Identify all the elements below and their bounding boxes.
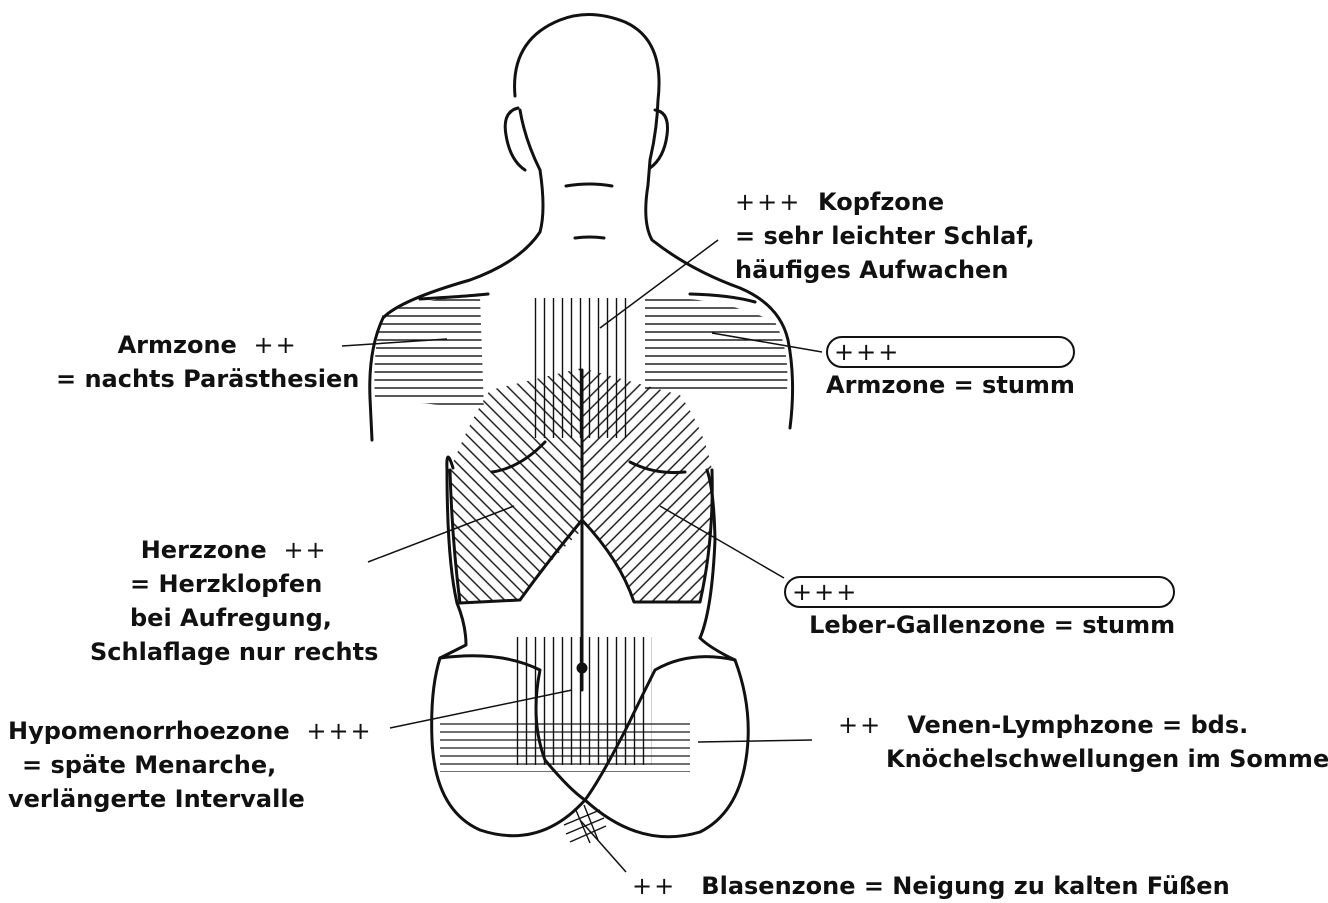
venen-line2: Knöchelschwellungen im Sommer — [838, 742, 1328, 776]
herz-line3: bei Aufregung, — [90, 601, 378, 635]
arm-left-line2: = nachts Parästhesien — [56, 362, 359, 396]
hypo-marker: +++ — [306, 717, 372, 745]
hypo-line3: verlängerte Intervalle — [8, 782, 373, 816]
blase-text: Blasenzone = Neigung zu kalten Füßen — [701, 872, 1229, 900]
herz-title: Herzzone — [141, 536, 267, 564]
label-leber-gallenzone: +++ Leber-Gallenzone = stumm — [784, 576, 1175, 642]
vein-lymph-zone — [440, 718, 690, 772]
venen-marker: ++ — [838, 711, 882, 739]
herz-line2: = Herzklopfen — [90, 567, 378, 601]
arm-right-marker: +++ — [826, 336, 1075, 368]
label-armzone-right: +++ Armzone = stumm — [826, 336, 1075, 402]
label-hypomenorrhoezone: Hypomenorrhoezone +++ = späte Menarche, … — [8, 714, 373, 816]
lower-back-left — [440, 603, 466, 658]
arm-left-title: Armzone — [118, 331, 237, 359]
label-armzone-left: Armzone ++ = nachts Parästhesien — [56, 328, 359, 396]
leber-marker: +++ — [784, 576, 1175, 608]
neck-line-2 — [575, 237, 604, 238]
label-venen-lymphzone: ++ Venen-Lymphzone = bds. Knöchelschwell… — [838, 708, 1328, 776]
hypo-line2: = späte Menarche, — [8, 748, 373, 782]
hypo-title: Hypomenorrhoezone — [8, 717, 290, 745]
arm-zone-right — [645, 297, 788, 395]
arm-left-marker: ++ — [254, 331, 298, 359]
blase-marker: ++ — [632, 872, 676, 900]
head-outline — [515, 14, 659, 185]
venen-line1: Venen-Lymphzone = bds. — [907, 711, 1248, 739]
arm-zone-left — [374, 297, 484, 410]
arm-right-text: Armzone = stumm — [826, 371, 1075, 399]
neck-line-1 — [566, 184, 612, 186]
ear-right — [650, 110, 668, 168]
herz-line4: Schlaflage nur rechts — [90, 635, 378, 669]
kopf-line2: = sehr leichter Schlaf, — [735, 219, 1035, 253]
kopf-line3: häufiges Aufwachen — [735, 253, 1035, 287]
liver-gall-zone — [582, 368, 712, 602]
leader-venen — [698, 740, 812, 742]
label-blasenzone: ++ Blasenzone = Neigung zu kalten Füßen — [632, 869, 1230, 903]
herz-marker: ++ — [283, 536, 327, 564]
sacrum-dot — [578, 664, 586, 672]
kopf-title: Kopfzone — [818, 188, 944, 216]
label-kopfzone: +++ Kopfzone = sehr leichter Schlaf, häu… — [735, 185, 1035, 287]
kopf-marker: +++ — [735, 188, 801, 216]
leber-text: Leber-Gallenzone = stumm — [809, 611, 1175, 639]
label-herzzone: Herzzone ++ = Herzklopfen bei Aufregung,… — [90, 533, 378, 669]
